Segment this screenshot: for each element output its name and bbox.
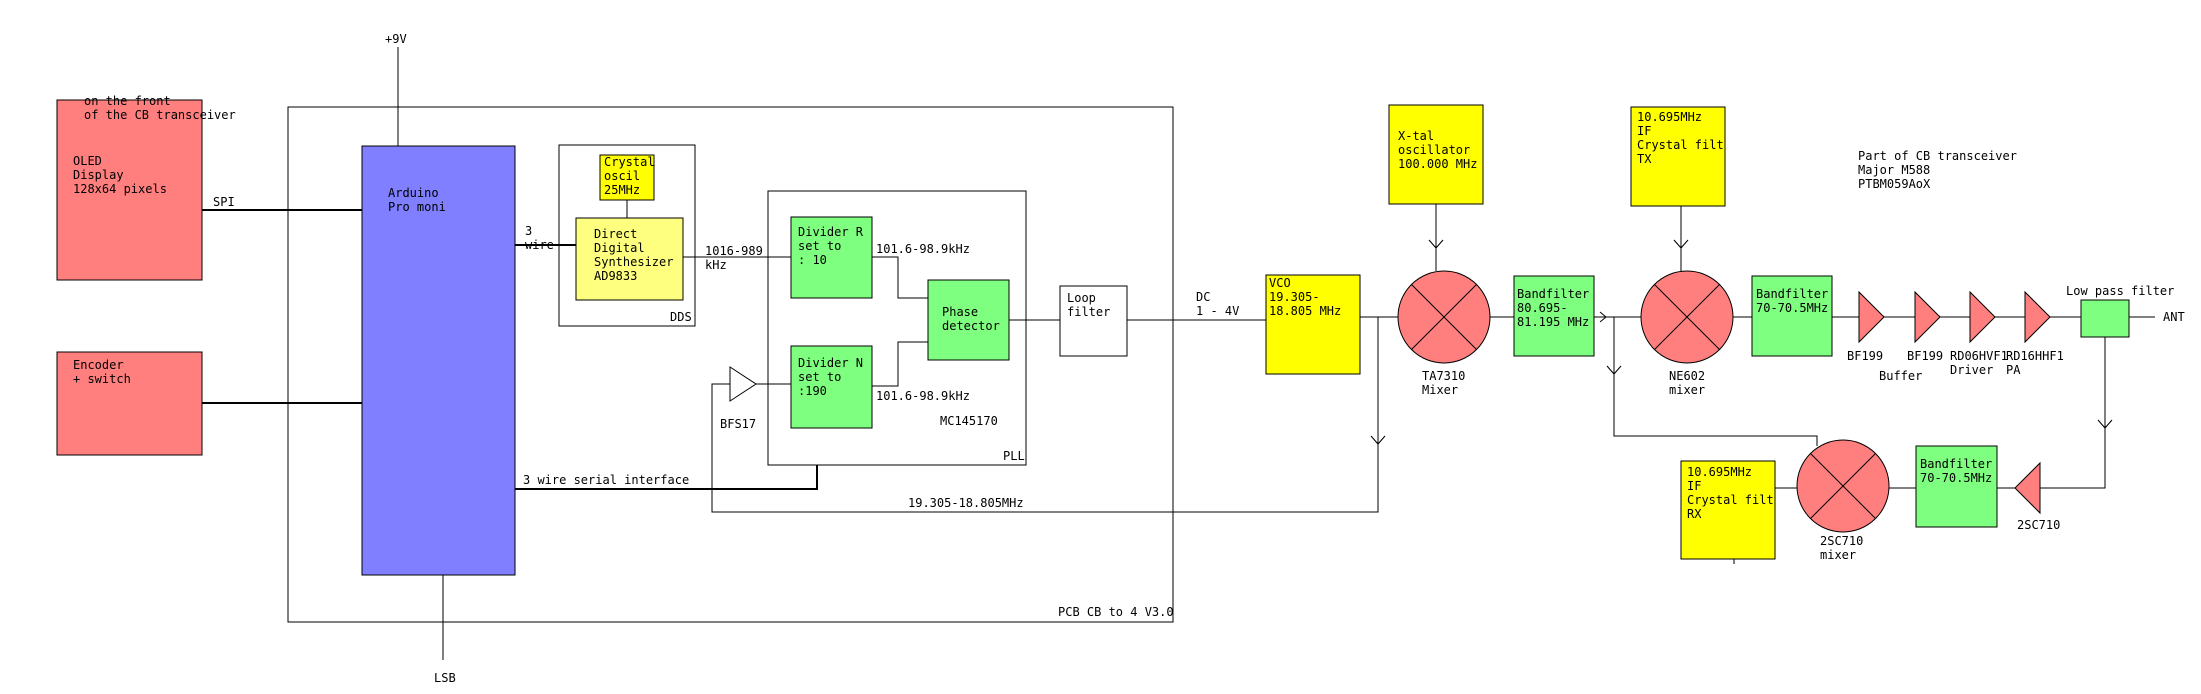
bandfilter-2-block [1751, 275, 1833, 357]
mixer-2sc710 [1796, 439, 1890, 533]
oled-display-block [56, 99, 203, 281]
divider-n-block [790, 345, 873, 429]
bf199-label-1: BF199 [1847, 349, 1883, 363]
pll-frame-label: PLL [1003, 449, 1025, 463]
wiring [202, 47, 2155, 660]
ant-label: ANT [2163, 310, 2185, 324]
pcb-label: PCB CB to 4 V3.0 [1058, 605, 1174, 619]
vco-block [1265, 274, 1361, 375]
vco-feedback-label: 19.305-18.805MHz [908, 496, 1024, 510]
low-pass-filter-block [2080, 299, 2130, 338]
spi-label: SPI [213, 195, 235, 209]
rd16-pa-amp [2024, 290, 2051, 344]
lsb-label: LSB [434, 671, 456, 685]
loop-filter-block [1059, 285, 1128, 357]
pll-frame [767, 190, 1027, 466]
serial-interface-label: 3 wire serial interface [523, 473, 689, 487]
bf199-amp-1 [1858, 290, 1885, 344]
supply-label: +9V [385, 32, 407, 46]
arduino-block [361, 145, 516, 576]
r-output-freq-label: 101.6-98.9kHz [876, 242, 970, 256]
dds-frame [558, 144, 696, 327]
dds-chip-block [575, 217, 684, 301]
n-output-freq-label: 101.6-98.9kHz [876, 389, 970, 403]
2sc710-amp [2014, 461, 2041, 515]
mixer-ta7310 [1397, 270, 1491, 364]
bfs17-label: BFS17 [720, 417, 756, 431]
mc145170-label: MC145170 [940, 414, 998, 428]
2sc710-amp-label: 2SC710 [2017, 518, 2060, 532]
dds-frame-label: DDS [670, 310, 692, 324]
if-filter-rx-block [1680, 460, 1776, 560]
xtal-oscillator-block [1388, 104, 1484, 205]
encoder-block [56, 351, 203, 456]
bf199-label-2: BF199 [1907, 349, 1943, 363]
mixer-ne602 [1640, 270, 1734, 364]
encoder-block-text: Encoder+ switch [73, 358, 131, 386]
rd06-driver-amp [1969, 290, 1996, 344]
phase-detector-block [927, 279, 1010, 361]
bfs17-amplifier [729, 366, 757, 402]
buffer-label: Buffer [1879, 369, 1922, 383]
bandfilter-1-block [1513, 275, 1595, 357]
bandfilter-3-block [1915, 445, 1998, 528]
pcb-frame [287, 106, 1174, 623]
low-pass-filter-label: Low pass filter [2066, 284, 2174, 298]
if-filter-tx-block [1630, 106, 1726, 207]
bf199-amp-2 [1914, 290, 1941, 344]
